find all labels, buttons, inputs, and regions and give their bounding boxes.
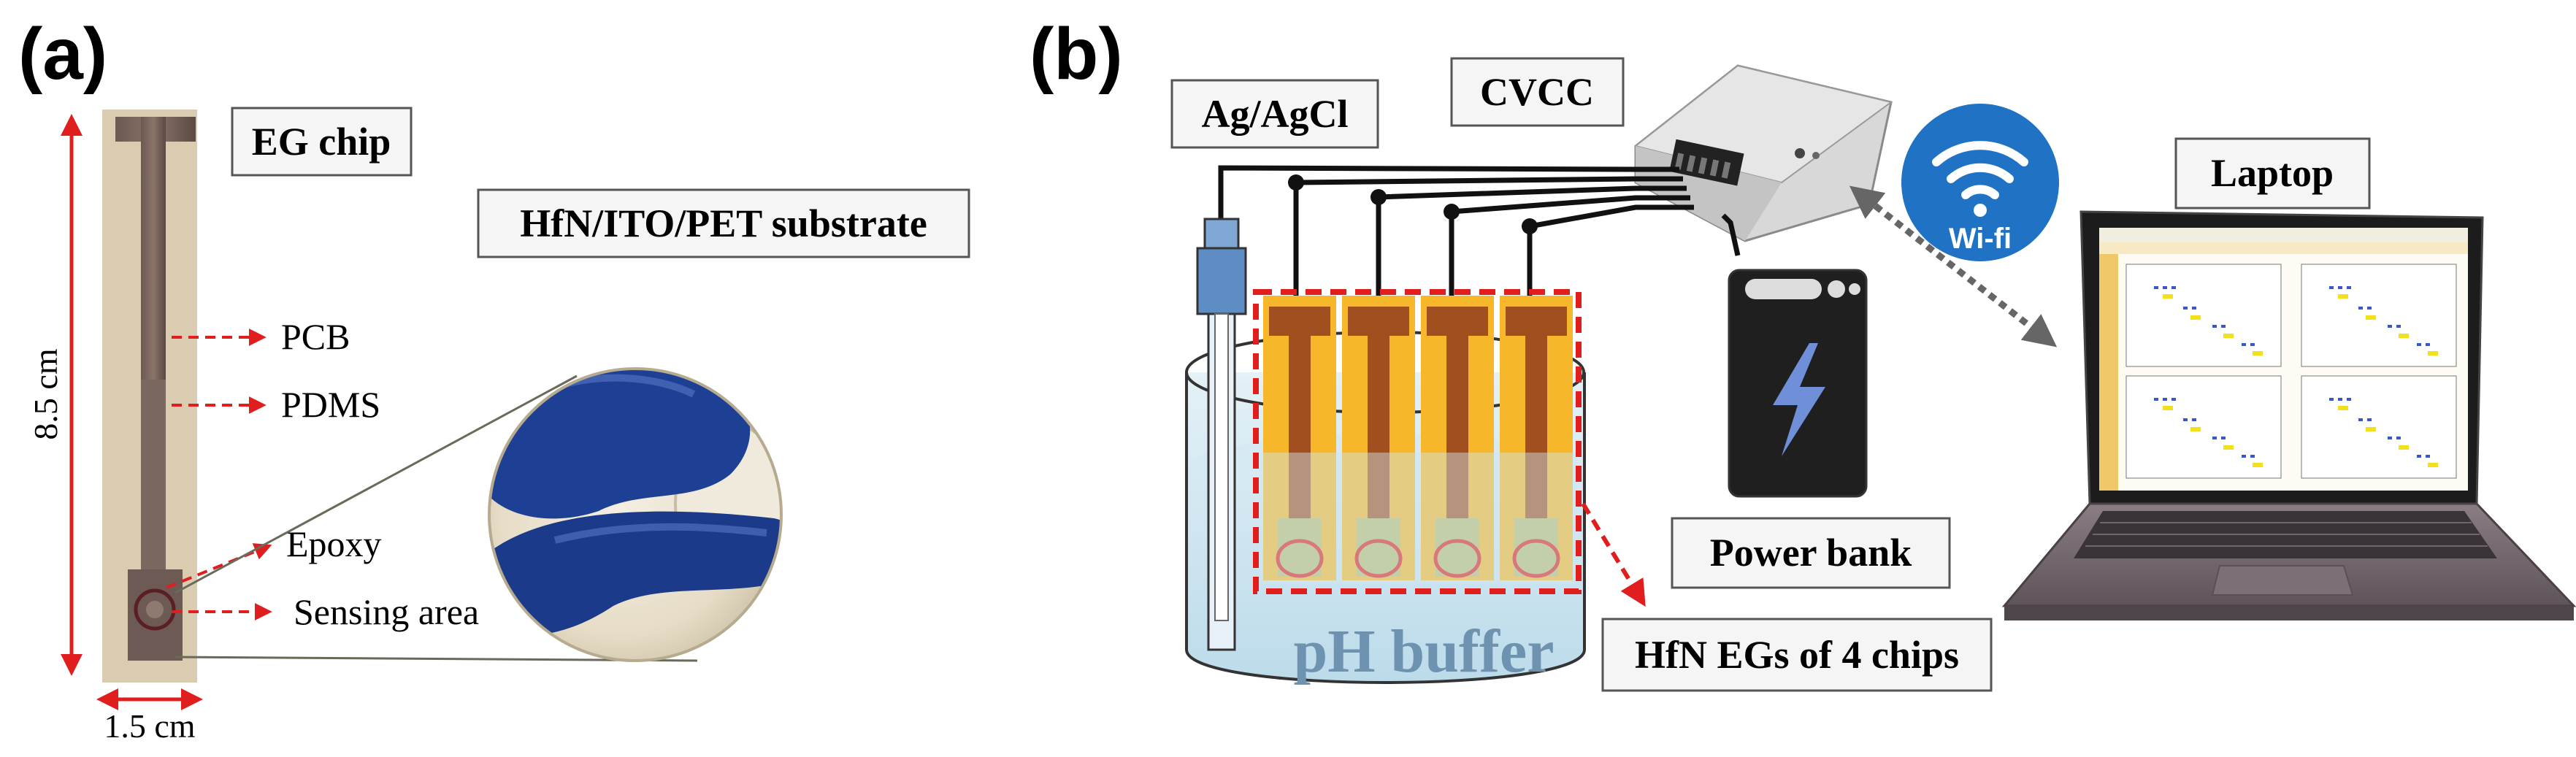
epoxy-arrow: [166, 543, 272, 589]
eg-chip: [115, 117, 196, 661]
sensing-area-label: Sensing area: [294, 591, 479, 632]
cvcc-label: CVCC: [1480, 70, 1594, 114]
pcb-label: PCB: [281, 316, 350, 357]
wireless-link-arrow: [1849, 185, 2058, 347]
reference-label: Ag/AgCl: [1202, 92, 1349, 136]
cvcc-device: [1633, 64, 1893, 242]
chips-selection-box: [1253, 289, 1582, 594]
power-bank-box: [1671, 517, 1951, 589]
egs-box: [1601, 618, 1993, 692]
buffer-label: pH buffer: [1294, 618, 1555, 685]
laptop-label: Laptop: [2211, 151, 2334, 195]
eg-chips: [1260, 296, 1577, 584]
egs-label: HfN EGs of 4 chips: [1635, 633, 1959, 677]
cvcc-box: [1450, 57, 1625, 127]
width-label: 1.5 cm: [104, 707, 195, 745]
pdms-label: PDMS: [281, 384, 380, 425]
laptop-box: [2174, 137, 2371, 210]
wifi-badge: Wi-fi: [1901, 104, 2059, 261]
egs-arrow: [1581, 502, 1646, 607]
magnify-line-top: [175, 374, 578, 594]
eg-chip-label: EG chip: [252, 120, 391, 164]
substrate-label: HfN/ITO/PET substrate: [520, 201, 927, 245]
laptop: [2001, 210, 2576, 620]
height-label: 8.5 cm: [27, 348, 64, 439]
panel-a-label: (a): [18, 13, 107, 95]
power-bank-label: Power bank: [1710, 531, 1912, 575]
panel-b-label: (b): [1030, 13, 1123, 95]
eg-chip-box: [231, 107, 413, 177]
glove-bottom: [489, 511, 781, 635]
wifi-label: Wi-fi: [1949, 223, 2012, 255]
epoxy-label: Epoxy: [286, 523, 382, 564]
sensing-area-ring: [134, 588, 176, 631]
power-bank: [1728, 269, 1868, 498]
substrate-box: [477, 188, 970, 258]
wires: [1218, 165, 1741, 296]
reference-electrode: [1196, 218, 1247, 651]
magnified-substrate-photo: [488, 367, 783, 662]
reference-box: [1170, 79, 1379, 149]
lightning-icon: [1773, 343, 1825, 456]
magnify-line-bottom: [175, 656, 698, 662]
